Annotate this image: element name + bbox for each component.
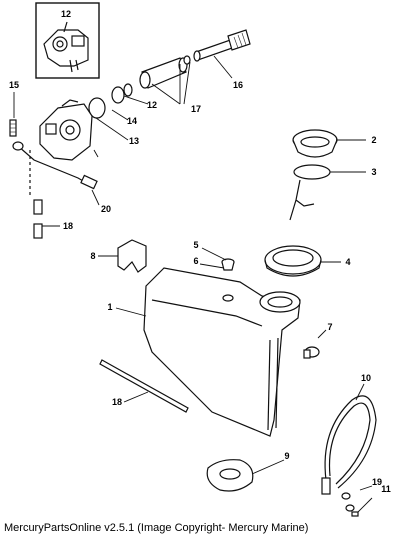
cap-part-2 (292, 129, 338, 158)
gasket-part-3 (289, 164, 331, 221)
label-6: 6 (193, 256, 198, 266)
label-19: 19 (372, 477, 382, 487)
hardware-part-19-11 (341, 492, 359, 517)
label-13: 13 (129, 136, 139, 146)
copyright-footer: MercuryPartsOnline v2.5.1 (Image Copyrig… (4, 522, 309, 534)
label-18-pins: 18 (63, 221, 73, 231)
label-9: 9 (284, 451, 289, 461)
rod-part-18 (99, 359, 189, 413)
pins-part-18 (33, 199, 43, 239)
tank-part-1 (143, 267, 301, 437)
bracket-part-8 (117, 239, 147, 273)
label-8: 8 (90, 251, 95, 261)
label-12-inset: 12 (61, 9, 71, 19)
label-4: 4 (345, 257, 350, 267)
label-1: 1 (107, 302, 112, 312)
shaft-part-16 (193, 29, 251, 62)
label-11: 11 (381, 484, 391, 494)
label-14: 14 (127, 116, 137, 126)
label-10: 10 (361, 373, 371, 383)
oring-part-13 (88, 97, 106, 119)
plug-part-7 (303, 346, 320, 359)
label-16: 16 (233, 80, 243, 90)
screw-part-15 (9, 119, 17, 137)
label-5: 5 (193, 240, 198, 250)
label-15: 15 (9, 80, 19, 90)
label-20: 20 (101, 204, 111, 214)
label-2: 2 (371, 135, 376, 145)
leader-lines (13, 55, 373, 513)
label-18-rod: 18 (112, 397, 122, 407)
pump-part-12 (39, 99, 93, 161)
coupler-part-17 (123, 55, 191, 97)
strap-part-10 (321, 395, 377, 495)
label-12: 12 (147, 100, 157, 110)
link-part-20 (12, 141, 98, 198)
vent-part-5 (221, 258, 235, 271)
ring-part-14 (111, 86, 125, 104)
pad-part-9 (206, 459, 254, 492)
label-3: 3 (371, 167, 376, 177)
inset-box (35, 2, 100, 79)
part-labels: 12 15 13 14 12 20 18 17 16 2 3 8 5 6 4 1… (9, 9, 391, 494)
label-17: 17 (191, 104, 201, 114)
seal-part-4 (264, 245, 322, 277)
label-7: 7 (327, 322, 332, 332)
